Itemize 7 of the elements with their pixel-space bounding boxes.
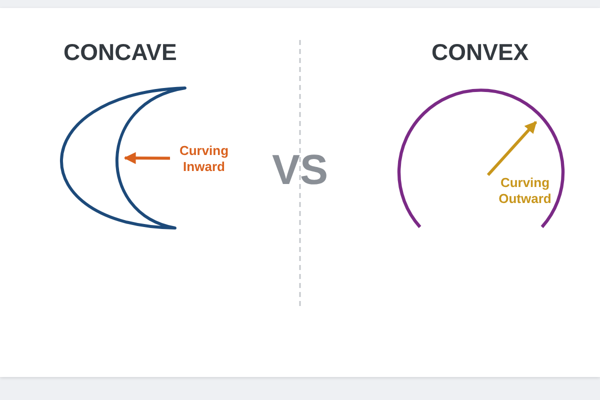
heading: CONCAVE — [64, 40, 177, 64]
heading: CONVEX — [432, 40, 529, 64]
annotation-text: Curving Outward — [490, 175, 560, 209]
annotation-text: Curving Inward — [172, 143, 236, 177]
versus-text: VS — [272, 149, 328, 191]
arrow — [486, 121, 538, 176]
arrow — [124, 152, 170, 164]
